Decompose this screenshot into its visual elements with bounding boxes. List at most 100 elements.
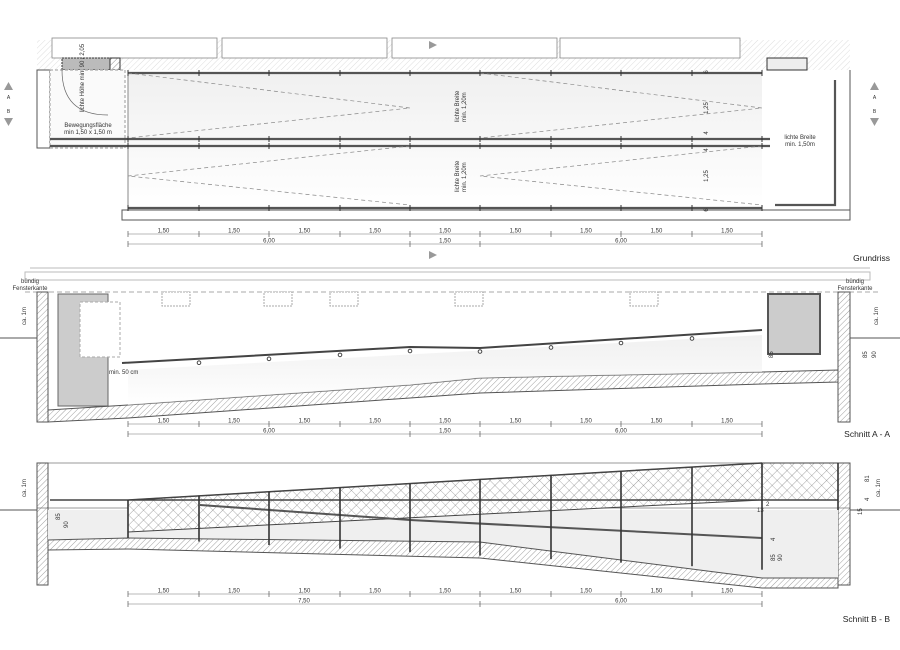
ramp-surface — [128, 72, 762, 210]
window-right-a — [767, 293, 821, 355]
section-b-arrow-icon — [4, 118, 13, 126]
rail-bracket — [618, 340, 624, 346]
dimension-label: 1,50 — [369, 419, 381, 425]
handrail-posts — [127, 70, 763, 211]
rail-bracket — [337, 352, 343, 358]
dimension-label: 1,50 — [439, 589, 451, 595]
section-a-title: Schnitt A - A — [844, 429, 890, 439]
plan-view: lichte Höhe min. 90 / 2,05 Bewegungsfläc… — [4, 37, 890, 263]
dimension-label: 1,50 — [228, 229, 240, 235]
dimension-label: 1,50 — [369, 229, 381, 235]
right-wall-b — [837, 462, 851, 586]
width-note-lower-value: min. 1,20m — [462, 162, 468, 192]
door-swing-area — [79, 301, 121, 358]
side-dim-label: 6 — [704, 208, 710, 212]
door-jamb — [109, 57, 121, 71]
width-note-right: lichte Breite — [784, 135, 816, 141]
dimension-label: 1,50 — [439, 239, 451, 245]
rail-shadow — [128, 335, 762, 405]
rail-height-dim: 85 — [863, 351, 869, 358]
rail-brackets — [196, 336, 695, 366]
left-wall-a — [36, 291, 49, 423]
dimension-label: 1,50 — [580, 229, 592, 235]
dimension-label: 1,50 — [228, 589, 240, 595]
section-a-label: A — [7, 95, 11, 101]
side-dim-label: 4 — [704, 131, 710, 135]
section-b-label: B — [873, 109, 877, 115]
rail-height-dim: 90 — [872, 351, 878, 358]
rail-bracket — [689, 336, 695, 341]
slope-arrows — [127, 72, 763, 206]
dimension-label: 1,50 — [510, 589, 522, 595]
dimension-label: 1,50 — [299, 229, 311, 235]
dim-85: 85 — [771, 554, 777, 561]
side-dim-label: 1,25 — [704, 170, 710, 182]
dimension-label: 1,50 — [721, 589, 733, 595]
dim-4: 4 — [771, 537, 777, 541]
note-flush: bündig — [21, 279, 39, 285]
side-dim-label: 4 — [704, 148, 710, 152]
rail-bracket — [548, 345, 554, 350]
dimension-label: 6,00 — [615, 429, 627, 435]
dimension-label: 1,50 — [228, 419, 240, 425]
dim-15: 15 — [858, 508, 864, 515]
width-note-lower: lichte Breite — [455, 160, 461, 192]
door-swing — [61, 69, 109, 116]
dim-85: 85 — [56, 513, 62, 520]
dimension-label: 1,50 — [510, 229, 522, 235]
ramp-interior-b — [48, 510, 838, 578]
width-note-upper: lichte Breite — [455, 90, 461, 122]
right-wall-a — [837, 291, 851, 423]
section-windows — [161, 291, 659, 307]
landing-note-size: min 1,50 x 1,50 m — [64, 130, 112, 136]
railing-posts — [127, 463, 839, 570]
height-label: ca. 1m — [22, 307, 28, 325]
rail-bracket — [407, 348, 413, 354]
rail-bracket — [477, 349, 483, 354]
dimension-label: 1,50 — [158, 229, 170, 235]
plan-left-wall — [36, 69, 51, 149]
window-right — [766, 57, 808, 71]
dim-13: 13 — [757, 508, 764, 514]
door-note: lichte Höhe min. 90 / 2,05 — [80, 43, 86, 112]
dimension-label: 1,50 — [721, 229, 733, 235]
dim-81: 81 — [865, 475, 871, 482]
handrail-a — [121, 329, 763, 364]
height-label: ca. 1m — [22, 479, 28, 497]
min-distance-note: min. 50 cm — [109, 370, 138, 376]
section-a-view: bündig Fensterkante bündig Fensterkante … — [0, 271, 900, 439]
dimension-label: 1,50 — [158, 419, 170, 425]
dimension-label: 1,50 — [439, 429, 451, 435]
width-note-upper-value: min. 1,20m — [462, 92, 468, 122]
section-a-frame — [24, 271, 871, 281]
section-b-title: Schnitt B - B — [843, 614, 891, 624]
dimension-label: 1,50 — [580, 419, 592, 425]
dimension-label: 1,50 — [651, 589, 663, 595]
section-a-arrow-icon — [4, 82, 13, 90]
section-marker-left: A B — [4, 82, 13, 126]
dimension-label: 6,00 — [263, 239, 275, 245]
dim-4: 4 — [865, 497, 871, 501]
ramp-slab-b — [47, 537, 839, 589]
side-dim-label: 1,25 — [704, 102, 710, 114]
section-b-label: B — [7, 109, 11, 115]
width-note-right-value: min. 1,50m — [785, 142, 815, 148]
dimension-label: 1,50 — [299, 419, 311, 425]
note-window-edge: Fensterkante — [12, 286, 48, 292]
dimension-label: 7,50 — [298, 599, 310, 605]
rail-bracket — [266, 356, 272, 362]
height-label: ca. 1m — [876, 479, 882, 497]
dimension-label: 6,00 — [263, 429, 275, 435]
section-a-arrow-icon — [870, 82, 879, 90]
section-c-arrow-icon — [429, 41, 437, 49]
dim-90: 90 — [778, 554, 784, 561]
dimension-label: 1,50 — [439, 419, 451, 425]
note-flush: bündig — [846, 279, 864, 285]
basement-windows — [51, 37, 741, 59]
height-label: ca. 1m — [874, 307, 880, 325]
